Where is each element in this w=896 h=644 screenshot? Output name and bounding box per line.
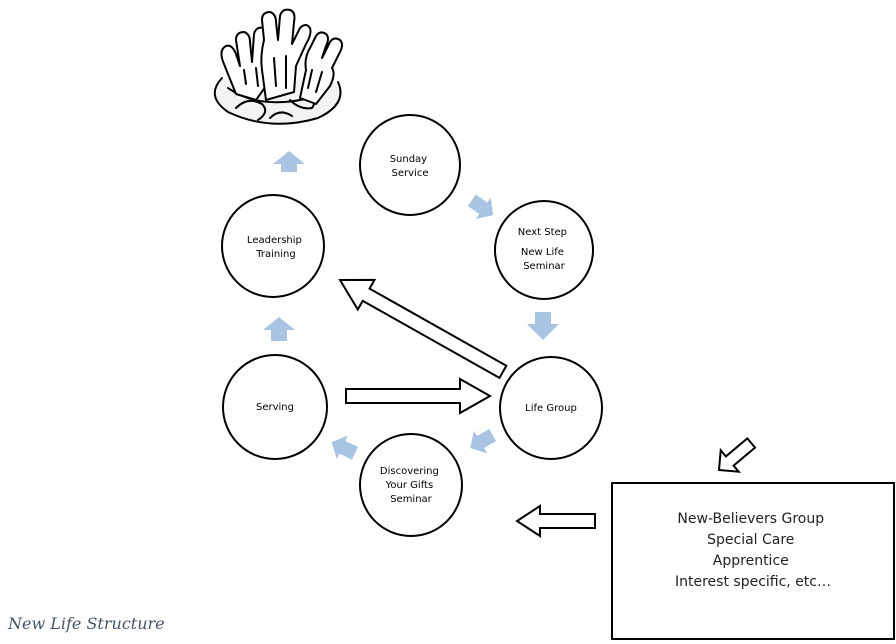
arrow-sunday-to-nextstep: [467, 194, 494, 219]
node-sunday-service-label: Sunday Service: [390, 154, 431, 179]
arrow-up-to-image: [273, 151, 305, 172]
node-life-group-label: Life Group: [525, 403, 577, 414]
node-serving-label: Serving: [256, 402, 294, 413]
group-types-box: [611, 482, 895, 640]
arrow-lifegroup-to-discovering: [470, 428, 497, 454]
node-leadership-training-label: Leadership Training: [247, 235, 305, 260]
arrow-down-to-lifegroup: [527, 312, 559, 340]
group-type-item: Interest specific, etc…: [675, 574, 831, 590]
node-labels: Sunday Service Next Step New Life Semina…: [247, 154, 577, 505]
arrow-up-to-leadership: [263, 317, 295, 341]
node-discovering-gifts-label: Discovering Your Gifts Seminar: [380, 466, 442, 505]
node-sunday-service-circle: [359, 114, 461, 216]
arrow-discovering-to-serving: [331, 435, 359, 460]
group-type-item: Special Care: [707, 532, 794, 548]
node-discovering-gifts-circle: [359, 433, 463, 537]
group-types-list: New-Believers Group Special Care Apprent…: [675, 511, 831, 590]
figure-caption: New Life Structure: [8, 614, 165, 633]
arrow-box-to-discovering: [515, 504, 596, 538]
group-type-item: New-Believers Group: [677, 511, 824, 527]
node-leadership-training-circle: [221, 194, 325, 298]
group-type-item: Apprentice: [713, 553, 789, 569]
flow-arrows: [263, 151, 559, 460]
arrow-box-to-lifegroup: [717, 436, 757, 473]
arrow-serving-to-lifegroup: [345, 377, 493, 415]
outline-arrows: [338, 278, 757, 538]
arrow-lifegroup-to-leadership: [338, 278, 508, 380]
node-life-group-circle: [499, 356, 603, 460]
nodes: [221, 114, 603, 537]
node-serving-circle: [222, 354, 328, 460]
raised-hands-globe-icon: [213, 8, 343, 125]
node-next-step-label: Next Step New Life Seminar: [518, 227, 570, 272]
node-next-step-circle: [494, 200, 594, 300]
